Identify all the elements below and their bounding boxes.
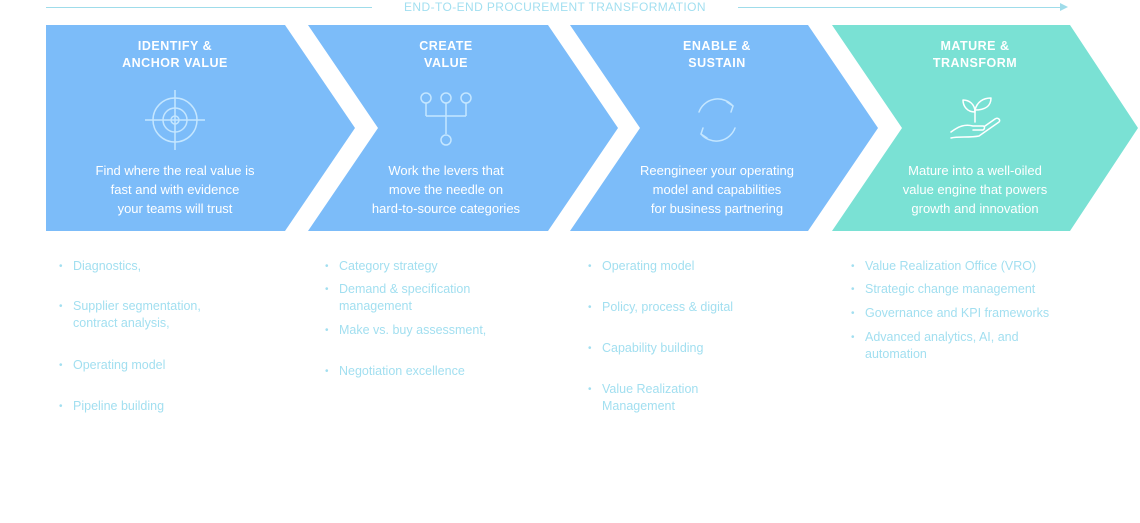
list-item: Value Realization Office (VRO) [851, 258, 1091, 275]
stage-4-desc-line-3: growth and innovation [911, 201, 1039, 216]
list-item: Capability building [588, 340, 818, 357]
list-item: Value Realization Management [588, 381, 728, 415]
stage-3-title-line-1: ENABLE & [683, 39, 751, 53]
stage-4: MATURE & TRANSFORM Mature into a well-oi… [850, 25, 1100, 231]
header-line-right [738, 7, 1062, 8]
stage-2-title: CREATE VALUE [321, 38, 571, 72]
stage-3-title: ENABLE & SUSTAIN [592, 38, 842, 72]
list-item: Negotiation excellence [325, 363, 555, 380]
list-item: Advanced analytics, AI, and automation [851, 329, 1026, 363]
stage-3-desc-line-3: for business partnering [650, 201, 784, 216]
stage-1-title: IDENTIFY & ANCHOR VALUE [50, 38, 300, 72]
list-item: Strategic change management [851, 281, 1091, 298]
stage-1-desc-line-2: fast and with evidence [110, 182, 240, 197]
stage-3-desc-line-1: Reengineer your operating [640, 163, 794, 178]
chevron-band [46, 25, 1138, 231]
stage-1-title-line-1: IDENTIFY & [137, 39, 213, 53]
stage-2-desc-line-3: hard-to-source categories [371, 201, 521, 216]
list-item: Demand & specification management [325, 281, 500, 315]
stage-2-description: Work the levers that move the needle on … [321, 161, 571, 218]
chevron-stage-2 [308, 25, 618, 231]
header-line-left [46, 7, 372, 8]
stage-2-desc-line-1: Work the levers that [388, 163, 504, 178]
stage-3: ENABLE & SUSTAIN Reengineer your operati… [592, 25, 842, 231]
stage-1-desc-line-1: Find where the real value is [95, 163, 255, 178]
stage-4-title-line-2: TRANSFORM [932, 56, 1018, 70]
stage-4-description: Mature into a well-oiled value engine th… [850, 161, 1100, 218]
plant-in-hand-icon [950, 97, 1001, 139]
list-item: Operating model [59, 357, 289, 374]
stage-3-desc-line-2: model and capabilities [652, 182, 782, 197]
stage-1: IDENTIFY & ANCHOR VALUE Find where the r… [50, 25, 300, 231]
hierarchy-icon [420, 92, 472, 146]
list-item: Pipeline building [59, 398, 289, 415]
stage-2-title-line-1: CREATE [419, 39, 473, 53]
stage-1-desc-line-3: your teams will trust [117, 201, 233, 216]
list-item: Supplier segmentation, contract analysis… [59, 298, 229, 332]
stage-4-title: MATURE & TRANSFORM [850, 38, 1100, 72]
list-item: Category strategy [325, 258, 555, 275]
list-item: Operating model [588, 258, 818, 275]
stage-2-desc-line-2: move the needle on [388, 182, 504, 197]
list-item: Policy, process & digital [588, 299, 818, 316]
stage-4-desc-line-2: value engine that powers [902, 182, 1048, 197]
chevron-stage-3 [570, 25, 878, 231]
list-item: Diagnostics, [59, 258, 289, 275]
list-item: Make vs. buy assessment, [325, 322, 555, 339]
stage-3-title-line-2: SUSTAIN [688, 56, 746, 70]
diagram-title: END-TO-END PROCUREMENT TRANSFORMATION [404, 0, 706, 14]
list-item: Governance and KPI frameworks [851, 305, 1111, 322]
header-arrow-icon [1060, 3, 1068, 11]
chevron-stage-1 [46, 25, 355, 231]
target-icon [145, 90, 205, 150]
refresh-cycle-icon [698, 98, 736, 142]
stage-2: CREATE VALUE Work the levers that move t… [321, 25, 571, 231]
stage-2-title-line-2: VALUE [424, 56, 468, 70]
stage-3-description: Reengineer your operating model and capa… [592, 161, 842, 218]
stage-4-desc-line-1: Mature into a well-oiled [908, 163, 1042, 178]
stage-1-description: Find where the real value is fast and wi… [50, 161, 300, 218]
stage-1-title-line-2: ANCHOR VALUE [122, 56, 228, 70]
stage-4-title-line-1: MATURE & [940, 39, 1010, 53]
